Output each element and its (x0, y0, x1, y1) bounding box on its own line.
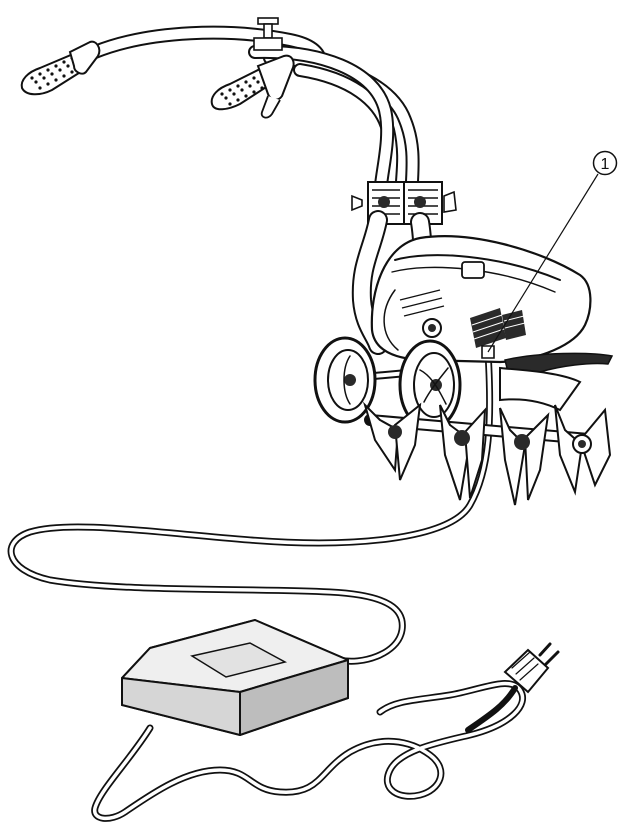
callout-1-circle (592, 150, 618, 176)
motor-housing (370, 235, 592, 364)
tine-set-3 (499, 407, 550, 506)
charger-output-cable (91, 680, 526, 822)
callout-1-label: 1 (601, 156, 610, 173)
handlebar (88, 17, 420, 207)
charger-label-area (190, 642, 288, 678)
charger-unit (121, 618, 349, 737)
callout-1-leader (487, 173, 599, 353)
tine-set-4 (554, 404, 612, 496)
right-grip (210, 54, 295, 119)
charging-cable (7, 348, 494, 665)
mains-plug (503, 642, 560, 694)
callout-1: 1 (487, 150, 618, 353)
tine-set-1 (362, 401, 422, 481)
tiller-tines (362, 401, 612, 506)
tine-guard (499, 352, 614, 412)
wheel-left (313, 336, 377, 424)
handle-adjust-clamps (351, 181, 457, 225)
left-grip (20, 40, 101, 96)
tine-set-2 (439, 404, 487, 501)
